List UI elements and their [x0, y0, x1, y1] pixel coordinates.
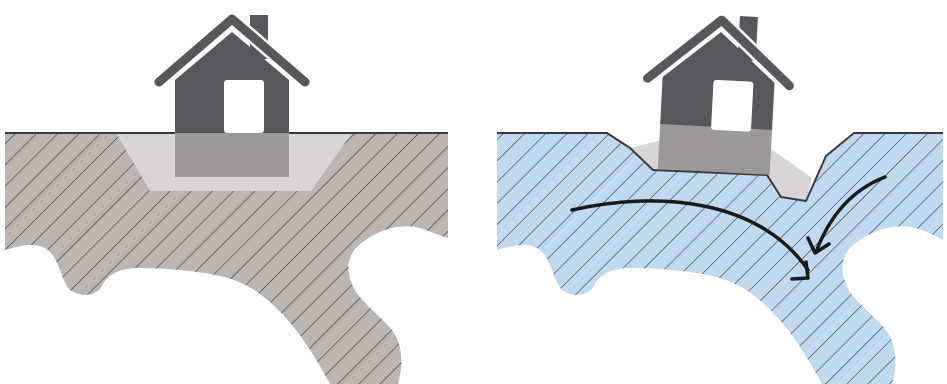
house-basement	[175, 133, 289, 177]
saturated-ground-svg	[470, 0, 947, 384]
dry-ground-svg	[0, 0, 470, 384]
saturated-ground-panel	[470, 0, 947, 384]
house-door	[711, 80, 754, 132]
house-basement	[658, 122, 772, 175]
house-door	[224, 80, 264, 133]
dry-ground-panel	[0, 0, 470, 384]
house-icon	[643, 11, 793, 175]
house-icon	[159, 15, 305, 177]
